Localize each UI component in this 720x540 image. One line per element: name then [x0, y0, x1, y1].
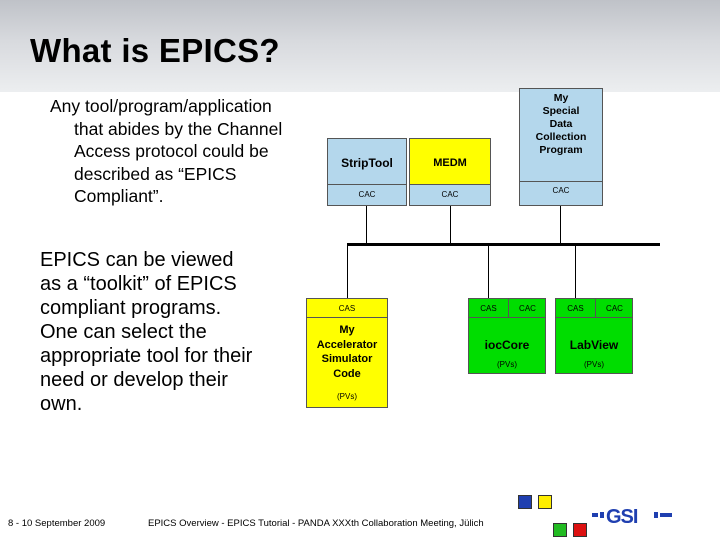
bullet2-line4: One can select the — [40, 321, 207, 343]
header-band — [0, 0, 720, 92]
footer-date: 8 - 10 September 2009 — [8, 518, 106, 529]
special-line3: Data — [549, 118, 573, 130]
bullet1-line1: Any tool/program/application — [50, 96, 272, 116]
special-line5: Program — [539, 144, 583, 156]
special-line4: Collection — [535, 131, 587, 143]
simulator-line2: Accelerator — [316, 338, 378, 351]
medm-divider — [410, 184, 490, 185]
deco-square-blue — [518, 495, 532, 509]
ioccore-cac: CAC — [519, 304, 536, 313]
simulator-line3: Simulator — [321, 353, 373, 365]
bullet2-line2: as a “toolkit” of EPICS — [40, 273, 237, 295]
simulator-line4: Code — [333, 367, 361, 380]
ioccore-cas: CAS — [480, 304, 497, 313]
bullet1-line3: Access protocol could be — [74, 141, 269, 161]
special-line1: My — [553, 92, 569, 104]
special-cac: CAC — [552, 186, 570, 195]
striptool-label: StripTool — [341, 156, 393, 170]
bullet1-line5: Compliant”. — [74, 186, 164, 206]
ioccore-cas-cac-separator — [508, 299, 509, 317]
bullet2-line3: compliant programs. — [40, 297, 222, 319]
striptool-divider — [328, 184, 406, 185]
striptool-box: StripTool CAC — [327, 138, 407, 206]
special-program-box: My Special Data Collection Program CAC — [519, 88, 603, 206]
simulator-divider — [307, 317, 387, 318]
striptool-cac: CAC — [358, 190, 376, 199]
simulator-cas: CAS — [338, 304, 356, 313]
labview-pvs: (PVs) — [584, 360, 604, 369]
labview-divider — [556, 317, 632, 318]
special-line2: Special — [542, 105, 580, 117]
bullet2-line5: appropriate tool for their — [40, 345, 253, 367]
connector-labview — [575, 244, 576, 298]
connector-simulator — [347, 244, 348, 298]
deco-square-green — [553, 523, 567, 537]
medm-cac: CAC — [441, 190, 459, 199]
ioccore-pvs: (PVs) — [497, 360, 517, 369]
bullet-channel-access: Any tool/program/application that abides… — [50, 95, 330, 208]
medm-label: MEDM — [433, 157, 467, 169]
labview-cac: CAC — [606, 304, 623, 313]
gsi-logo: GSI — [592, 504, 676, 528]
bullet2-line6: need or develop their — [40, 369, 228, 391]
labview-cas-cac-separator — [595, 299, 596, 317]
deco-square-yellow — [538, 495, 552, 509]
medm-box: MEDM CAC — [409, 138, 491, 206]
special-divider — [520, 181, 602, 182]
gsi-logo-graphic: GSI — [592, 506, 672, 528]
simulator-box: CAS My Accelerator Simulator Code (PVs) — [306, 298, 388, 408]
ioccore-divider — [469, 317, 545, 318]
ioccore-box: CAS CAC iocCore (PVs) — [468, 298, 546, 374]
bullet1-line4: described as “EPICS — [74, 163, 237, 184]
bullet2-line1: EPICS can be viewed — [40, 249, 234, 271]
slide-title: What is EPICS? — [30, 32, 280, 69]
footer-event: EPICS Overview - EPICS Tutorial - PANDA … — [148, 518, 484, 529]
ioccore-label: iocCore — [484, 338, 530, 352]
special-program-label: My Special Data Collection Program — [520, 92, 602, 157]
bullet-toolkit: EPICS can be viewed as a “toolkit” of EP… — [40, 248, 300, 416]
connector-special — [560, 206, 561, 244]
labview-box: CAS CAC LabView (PVs) — [555, 298, 633, 374]
connector-ioccore — [488, 244, 489, 298]
simulator-line1: My — [339, 324, 355, 336]
labview-cas: CAS — [567, 304, 584, 313]
bullet1-line2: that abides by the Channel — [74, 118, 283, 139]
svg-text:GSI: GSI — [606, 506, 638, 526]
connector-striptool — [366, 206, 367, 244]
channel-access-bus — [347, 243, 660, 246]
deco-square-red — [573, 523, 587, 537]
labview-label: LabView — [569, 338, 619, 352]
bullet2-line7: own. — [40, 393, 83, 415]
simulator-pvs: (PVs) — [337, 392, 357, 401]
simulator-label: My Accelerator Simulator Code — [307, 323, 387, 381]
connector-medm — [450, 206, 451, 244]
